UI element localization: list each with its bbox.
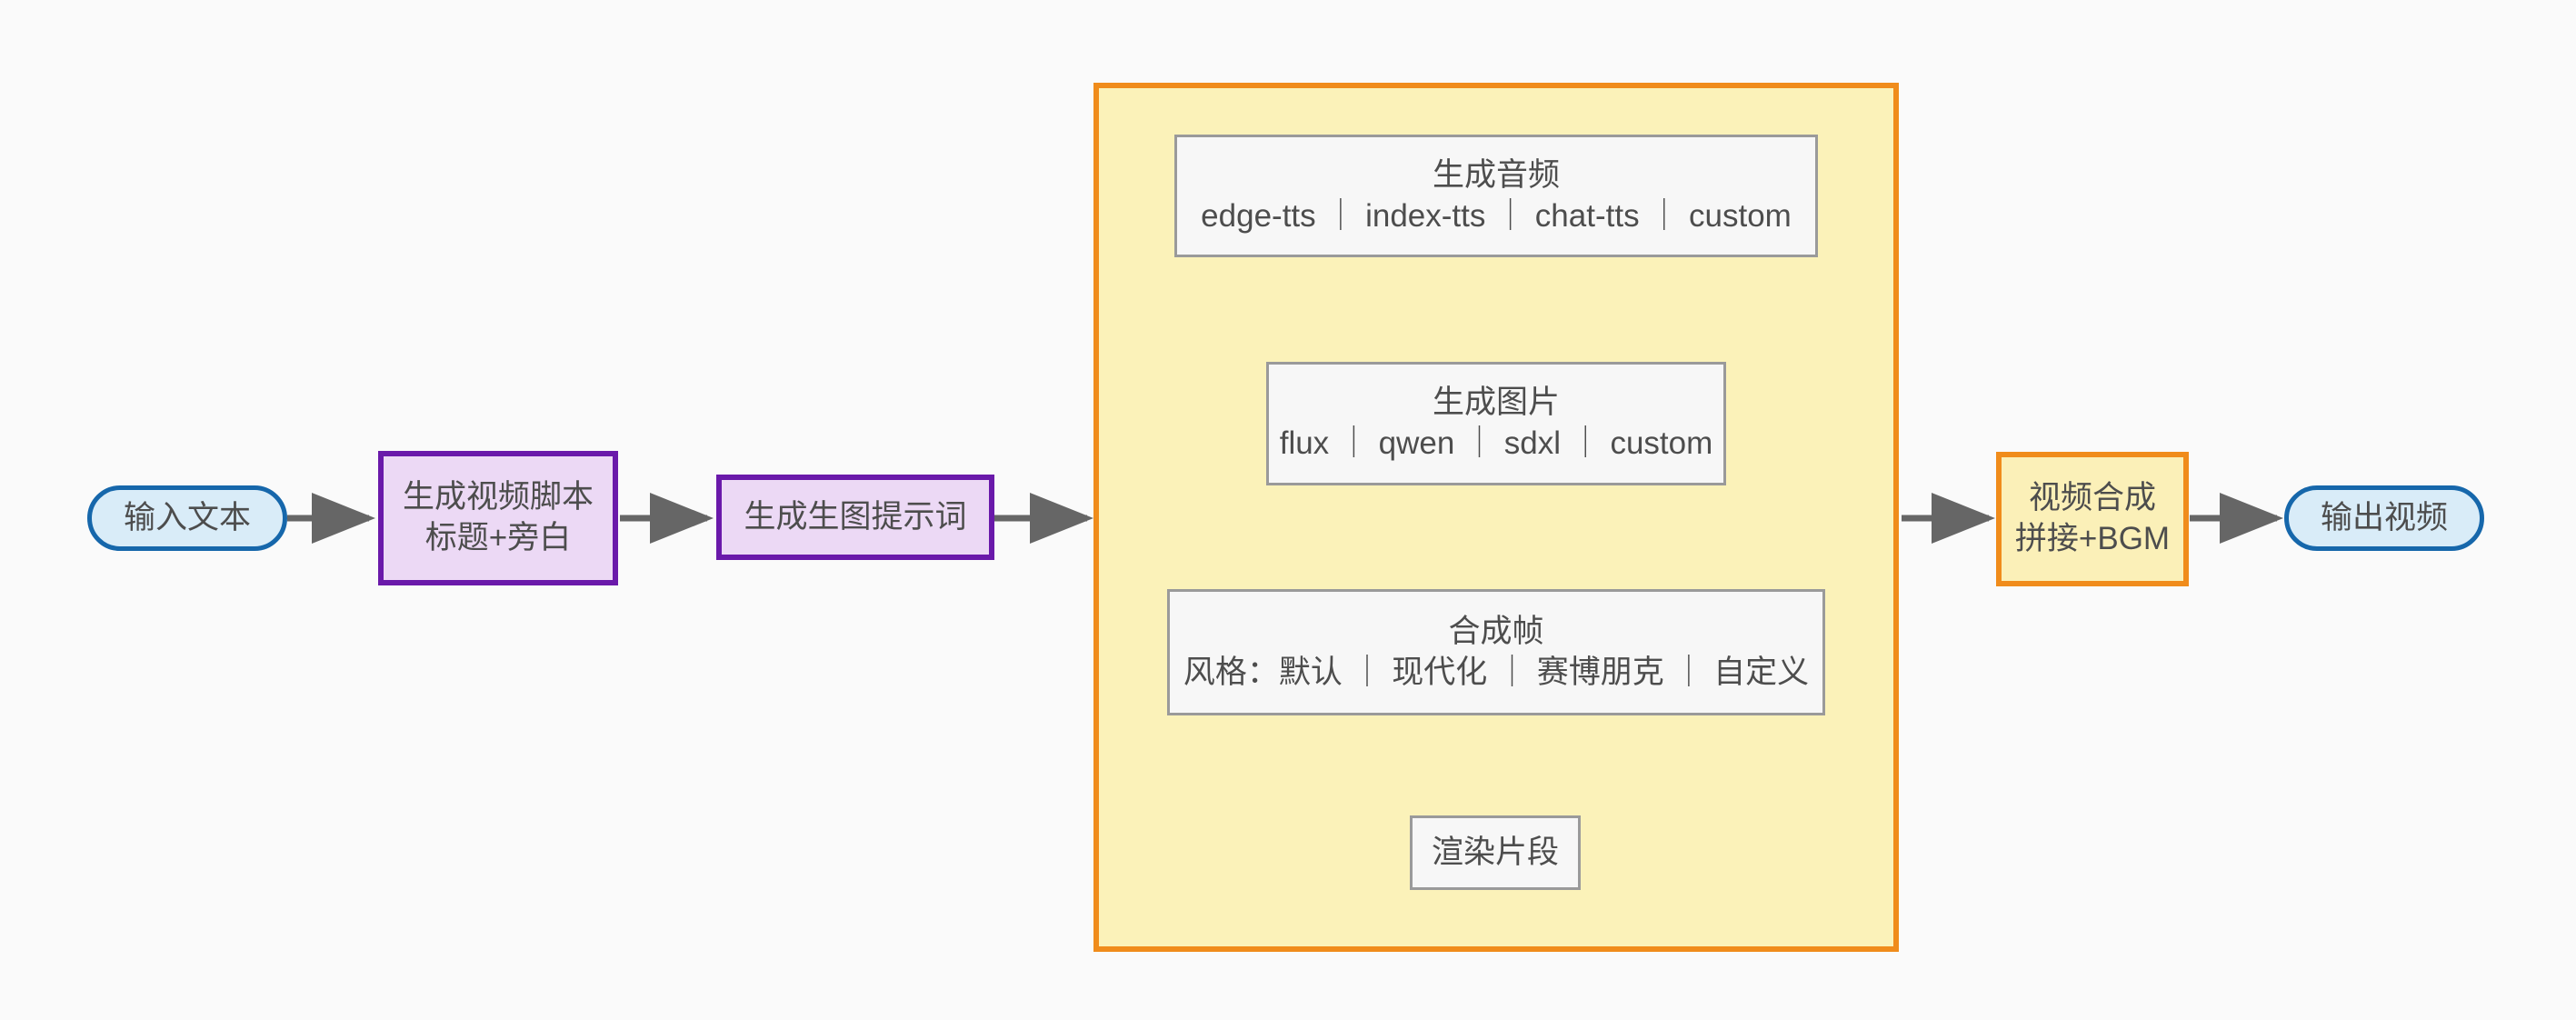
node-compose-frame-line1: 合成帧: [1448, 613, 1544, 649]
node-compose-frame[interactable]: 合成帧 风格：默认 ｜ 现代化 ｜ 赛博朋克 ｜ 自定义: [1167, 589, 1825, 715]
node-gen-script-line2: 标题+旁白: [424, 520, 572, 555]
node-gen-prompt-label: 生成生图提示词: [744, 498, 967, 535]
node-output-video-label: 输出视频: [2320, 499, 2448, 535]
node-render-clip[interactable]: 渲染片段: [1410, 815, 1581, 890]
node-gen-image-line1: 生成图片: [1432, 385, 1560, 421]
node-gen-image[interactable]: 生成图片 flux ｜ qwen ｜ sdxl ｜ custom: [1266, 362, 1726, 485]
node-gen-audio-line1: 生成音频: [1432, 156, 1560, 193]
node-render-clip-label: 渲染片段: [1431, 834, 1559, 870]
node-input-text[interactable]: 输入文本: [87, 485, 287, 551]
node-video-merge-line1: 视频合成: [2028, 480, 2156, 516]
node-gen-audio-line2: edge-tts ｜ index-tts ｜ chat-tts ｜ custom: [1201, 197, 1792, 234]
node-gen-prompt[interactable]: 生成生图提示词: [716, 475, 994, 560]
node-gen-image-line2: flux ｜ qwen ｜ sdxl ｜ custom: [1279, 425, 1713, 461]
node-gen-script[interactable]: 生成视频脚本 标题+旁白: [378, 451, 618, 585]
node-input-text-label: 输入文本: [123, 499, 251, 535]
node-compose-frame-line2: 风格：默认 ｜ 现代化 ｜ 赛博朋克 ｜ 自定义: [1183, 654, 1810, 690]
node-video-merge[interactable]: 视频合成 拼接+BGM: [1996, 452, 2189, 586]
node-output-video[interactable]: 输出视频: [2284, 485, 2484, 551]
node-gen-script-line1: 生成视频脚本: [402, 479, 594, 515]
node-video-merge-line2: 拼接+BGM: [2014, 521, 2171, 556]
node-gen-audio[interactable]: 生成音频 edge-tts ｜ index-tts ｜ chat-tts ｜ c…: [1174, 135, 1818, 257]
